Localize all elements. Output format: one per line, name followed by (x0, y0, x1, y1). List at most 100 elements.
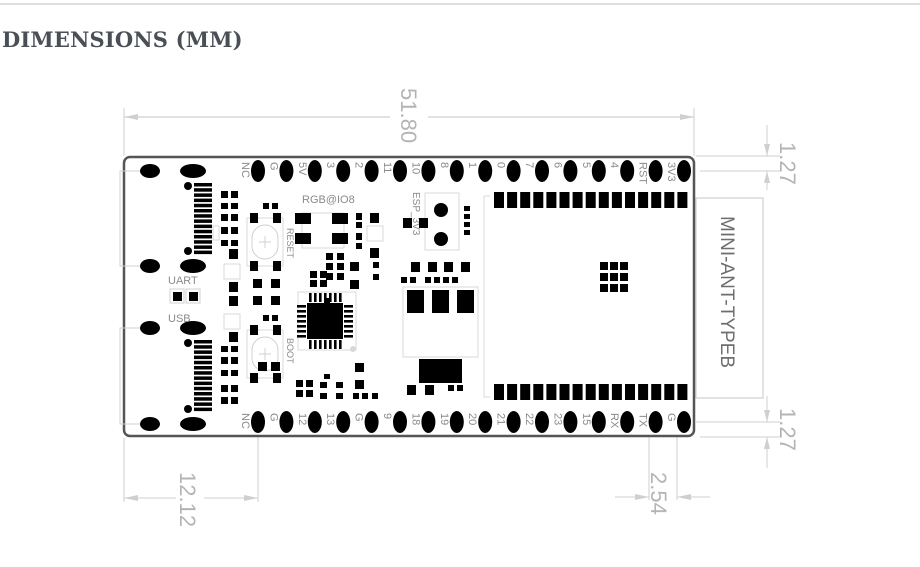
module-pad (494, 384, 504, 400)
esp-3v3-label: ESP_3V3 (410, 192, 421, 236)
module-pad (572, 192, 583, 208)
bottom-header-pin (478, 411, 493, 433)
top-header-pin (620, 160, 635, 182)
module-pad (572, 384, 583, 400)
module-ground-pad (610, 273, 618, 281)
module-pad (507, 384, 518, 400)
uart-label: UART (168, 275, 198, 287)
top-header-pin (677, 160, 691, 182)
module-pad (494, 192, 504, 208)
connector-signal-pad (194, 214, 212, 218)
module-pad (546, 192, 557, 208)
connector-hole (184, 339, 192, 347)
bottom-header-pin-label: 19 (438, 413, 450, 425)
module-ground-pad (600, 273, 608, 281)
top-header-pin (449, 160, 464, 182)
module-pad (507, 192, 518, 208)
reset-label: RESET (285, 228, 295, 259)
connector-signal-pad (194, 355, 212, 360)
module-ground-pad (610, 284, 618, 292)
connector-hole (184, 247, 192, 255)
module-ground-pad (620, 262, 628, 270)
voltage-regulator (402, 286, 479, 383)
bottom-header-pin (336, 411, 351, 433)
top-offset-label: 1.27 (775, 142, 800, 185)
top-header-pin-label: 10 (409, 162, 421, 174)
connector-signal-pad (194, 397, 212, 401)
connector-signal-pad (194, 219, 212, 223)
bottom-header-pin-label: 15 (580, 413, 592, 425)
usb-connectors (140, 164, 212, 431)
top-header-pin-label: 4 (608, 162, 620, 168)
top-header-pin-label: 6 (551, 162, 563, 168)
connector-hole (184, 405, 192, 413)
antenna-label: MINI-ANT-TYPEB (716, 216, 737, 368)
bottom-header-pin-label: TX (637, 413, 649, 428)
module-pad (625, 192, 635, 208)
bottom-offset-label: 1.27 (775, 408, 800, 451)
top-header-pin (364, 160, 379, 182)
top-header-pin-label: 8 (438, 162, 450, 168)
connector-signal-pad (194, 209, 212, 213)
bottom-header-pin-label: G (665, 413, 677, 422)
connector-signal-pad (194, 392, 212, 396)
module-pad (585, 384, 596, 400)
top-header-pin (307, 160, 322, 182)
connector-signal-pad (194, 407, 212, 412)
connector-signal-pad (194, 245, 212, 249)
width-dimension-label: 51.80 (396, 88, 421, 143)
reset-button (246, 213, 284, 271)
top-header-pin-label: 0 (495, 162, 507, 168)
top-header-pin-label: 3V3 (665, 162, 677, 182)
bottom-header-pin (620, 411, 635, 433)
top-header-pin-label: 5V (296, 162, 308, 176)
connector-shield-pad (140, 164, 160, 178)
usb-label: USB (168, 313, 191, 325)
bottom-header-pin-label: 20 (466, 413, 478, 425)
pin-pitch-label: 2.54 (646, 472, 671, 515)
pin-pitch-dimension (615, 436, 710, 500)
top-header-pin (506, 160, 521, 182)
bottom-header-pin-label: 13 (324, 413, 336, 425)
connector-signal-pad (194, 386, 212, 391)
module-pad (559, 384, 570, 400)
top-header-pin-label: G (267, 162, 279, 171)
bottom-header-pin-label: NC (239, 413, 251, 429)
top-header-pin (421, 160, 436, 182)
bottom-header-pin (449, 411, 464, 433)
bottom-header-pin (307, 411, 322, 433)
connector-signal-pad (194, 188, 212, 192)
connector-signal-pad (194, 376, 212, 380)
width-dimension (123, 108, 695, 156)
connector-signal-pad (194, 198, 212, 203)
connector-signal-pad (194, 350, 212, 354)
connector-guides (119, 170, 150, 425)
module-ground-pad (600, 284, 608, 292)
rgb-led (295, 212, 348, 249)
bottom-header-pin-label: G (353, 413, 365, 422)
module-pad (546, 384, 557, 400)
module-pad (651, 192, 662, 208)
module-pad (598, 192, 609, 208)
connector-shield-pad (140, 321, 160, 335)
bottom-offset-dimension (696, 396, 780, 468)
module-pad (625, 384, 635, 400)
connector-signal-pad (194, 360, 212, 365)
module-pad (664, 192, 675, 208)
module-pad (611, 192, 622, 208)
connector-signal-pad (194, 371, 212, 375)
module-ground-pad (610, 262, 618, 270)
module-pad (651, 384, 662, 400)
module-pad (598, 384, 609, 400)
module-pad (638, 192, 649, 208)
esp-module (483, 192, 688, 400)
bottom-header-pin-label: G (267, 413, 279, 422)
connector-signal-pad (194, 193, 212, 197)
connector-signal-pad (194, 224, 212, 229)
connector-hole (184, 182, 192, 190)
top-header-pin (591, 160, 606, 182)
module-pad (585, 192, 596, 208)
top-divider (0, 3, 920, 5)
connector-signal-pad (194, 345, 212, 349)
first-pin-dimension (123, 426, 259, 502)
